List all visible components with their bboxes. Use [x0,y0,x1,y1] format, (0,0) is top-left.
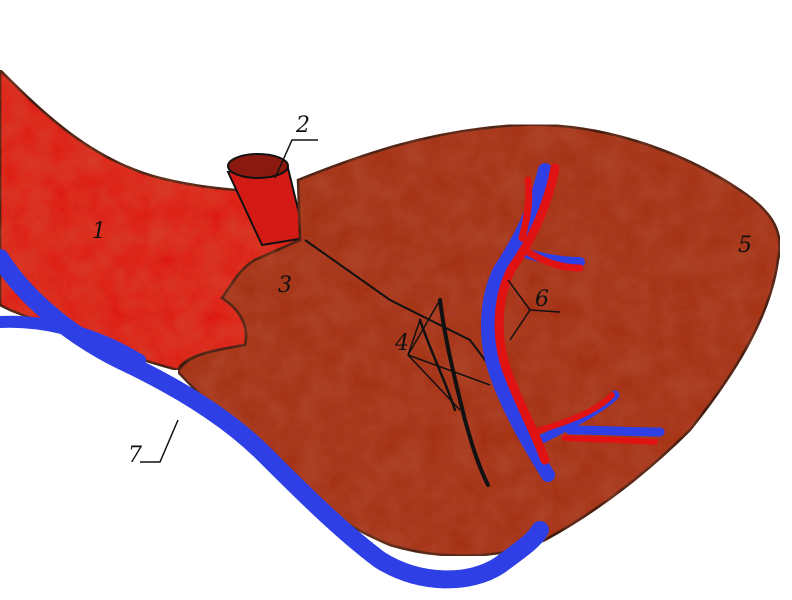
label-4: 4 [394,331,409,356]
label-2: 2 [295,113,310,138]
label-3: 3 [278,273,292,298]
label-5: 5 [738,233,752,258]
label-7: 7 [128,443,142,468]
vessel-stub-opening [228,154,288,178]
label-1: 1 [92,219,106,244]
label-6: 6 [535,287,549,312]
